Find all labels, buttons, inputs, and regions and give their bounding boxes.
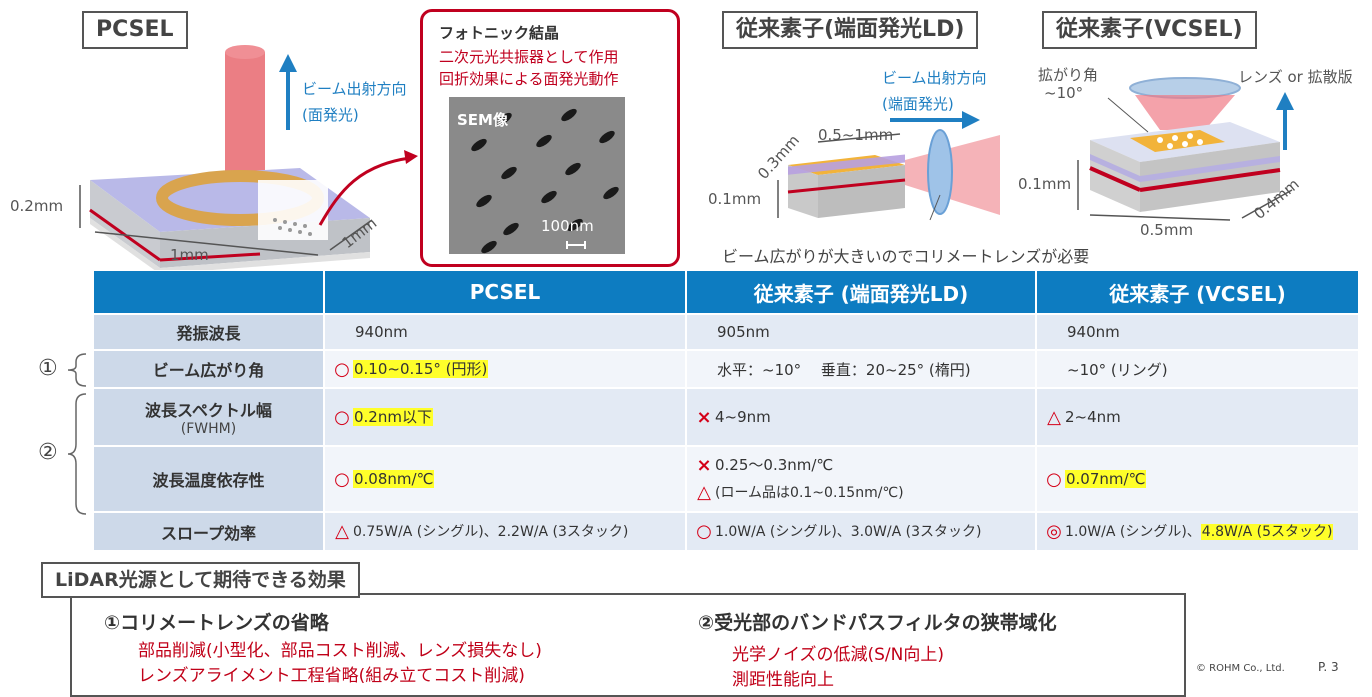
sem-image (449, 97, 625, 254)
cell-pcsel-wavelength: 940nm (324, 313, 687, 350)
effect-1-item: 部品削減(小型化、部品コスト削減、レンズ損失なし) (138, 641, 542, 661)
vcsel-lens-label: レンズ or 拡散版 (1238, 68, 1353, 86)
header-empty (94, 271, 325, 314)
effect-1-item: レンズアライメント工程省略(組み立てコスト削減) (138, 666, 525, 686)
edge-length-dim: 0.5~1mm (818, 126, 894, 144)
cross-mark-icon: × (696, 455, 712, 476)
cell-vcsel-slope: ◎1.0W/A (シングル)、4.8W/A (5スタック) (1036, 511, 1360, 550)
triangle-mark-icon: △ (335, 521, 349, 542)
edge-edge-emission: (端面発光) (882, 95, 954, 113)
copyright: © ROHM Co., Ltd. (1196, 663, 1285, 674)
group-2-brace (67, 393, 87, 515)
edge-height-dim: 0.1mm (708, 190, 762, 208)
header-pcsel: PCSEL (324, 271, 687, 314)
circle-mark-icon: ○ (334, 407, 350, 428)
cell-pcsel-slope: △0.75W/A (シングル)、2.2W/A (3スタック) (324, 511, 687, 550)
page-number: P. 3 (1318, 660, 1339, 674)
effect-2-item: 光学ノイズの低減(S/N向上) (732, 645, 944, 665)
table-row: ビーム広がり角 ○0.10~0.15° (円形) 水平：~10° 垂直：20~2… (94, 349, 1360, 388)
row-label-beam: ビーム広がり角 (94, 349, 325, 388)
header-vcsel: 従来素子 (VCSEL) (1036, 271, 1360, 314)
row-label-wavelength: 発振波長 (94, 313, 325, 350)
sem-label: SEM像 (457, 111, 508, 129)
vcsel-label: 従来素子(VCSEL) (1042, 11, 1257, 49)
cell-edge-temp: ×0.25～0.3nm/℃ △(ローム品は0.1~0.15nm/℃) (686, 445, 1037, 512)
header-edge-ld: 従来素子 (端面発光LD) (686, 271, 1037, 314)
pcsel-beam-direction: ビーム出射方向 (302, 80, 407, 98)
vcsel-angle-label: 拡がり角 (1038, 66, 1099, 84)
triangle-mark-icon: △ (697, 482, 711, 503)
pcsel-device-illustration (79, 45, 418, 270)
row-label-spectral: 波長スペクトル幅 (FWHM) (94, 387, 325, 446)
photonic-title: フォトニック結晶 (439, 24, 560, 42)
edge-ld-label: 従来素子(端面発光LD) (722, 11, 979, 49)
sem-scale-label: 100nm (541, 217, 594, 235)
cross-mark-icon: × (696, 406, 712, 428)
row-label-slope: スロープ効率 (94, 511, 325, 550)
table-row: 波長温度依存性 ○0.08nm/℃ ×0.25～0.3nm/℃ △(ローム品は0… (94, 445, 1360, 512)
cell-vcsel-temp: ○0.07nm/℃ (1036, 445, 1360, 512)
cell-vcsel-beam: ~10° (リング) (1036, 349, 1360, 388)
cell-pcsel-spectral: ○0.2nm以下 (324, 387, 687, 446)
edge-ld-illustration (777, 111, 1000, 221)
lidar-effects-label: LiDAR光源として期待できる効果 (41, 562, 360, 598)
edge-beam-direction: ビーム出射方向 (882, 69, 987, 87)
table-row: 発振波長 940nm 905nm 940nm (94, 313, 1360, 350)
cell-edge-beam: 水平：~10° 垂直：20~25° (楕円) (686, 349, 1037, 388)
vcsel-height-dim: 0.1mm (1018, 175, 1072, 193)
circle-mark-icon: ○ (1046, 468, 1062, 490)
cell-pcsel-beam: ○0.10~0.15° (円形) (324, 349, 687, 388)
row-label-temp: 波長温度依存性 (94, 445, 325, 512)
group-1-brace (67, 353, 87, 387)
cell-vcsel-wavelength: 940nm (1036, 313, 1360, 350)
effect-2-title: ②受光部のバンドパスフィルタの狭帯域化 (698, 612, 1057, 634)
cell-edge-wavelength: 905nm (686, 313, 1037, 350)
circle-mark-icon: ○ (334, 359, 350, 380)
pcsel-label: PCSEL (82, 11, 188, 49)
photonic-crystal-panel: フォトニック結晶 二次元光共振器として作用 回折効果による面発光動作 SEM像 … (420, 9, 680, 267)
triangle-mark-icon: △ (1047, 406, 1061, 428)
table-header-row: PCSEL 従来素子 (端面発光LD) 従来素子 (VCSEL) (94, 271, 1360, 314)
pcsel-surface-emission: (面発光) (302, 106, 359, 124)
photonic-line2: 回折効果による面発光動作 (439, 70, 619, 88)
effect-2-item: 測距性能向上 (732, 670, 834, 690)
cell-pcsel-temp: ○0.08nm/℃ (324, 445, 687, 512)
vcsel-illustration (1077, 77, 1294, 221)
table-row: 波長スペクトル幅 (FWHM) ○0.2nm以下 ×4~9nm △2~4nm (94, 387, 1360, 446)
vcsel-angle-value: ~10° (1044, 84, 1084, 102)
group-1-marker: ① (38, 356, 58, 381)
cell-vcsel-spectral: △2~4nm (1036, 387, 1360, 446)
cell-edge-slope: ○1.0W/A (シングル)、3.0W/A (3スタック) (686, 511, 1037, 550)
double-circle-mark-icon: ◎ (1046, 521, 1062, 542)
pcsel-width-dim: 1mm (170, 246, 209, 264)
group-2-marker: ② (38, 440, 58, 465)
photonic-line1: 二次元光共振器として作用 (439, 48, 619, 66)
circle-mark-icon: ○ (334, 468, 350, 490)
vcsel-width-dim: 0.5mm (1140, 221, 1194, 239)
edge-collimate-note: ビーム広がりが大きいのでコリメートレンズが必要 (722, 247, 1090, 266)
pcsel-height-dim: 0.2mm (10, 197, 64, 215)
effect-1-title: ①コリメートレンズの省略 (104, 612, 329, 634)
effects-panel: ①コリメートレンズの省略 部品削減(小型化、部品コスト削減、レンズ損失なし) レ… (70, 593, 1186, 697)
table-row: スロープ効率 △0.75W/A (シングル)、2.2W/A (3スタック) ○1… (94, 511, 1360, 550)
cell-edge-spectral: ×4~9nm (686, 387, 1037, 446)
comparison-table: PCSEL 従来素子 (端面発光LD) 従来素子 (VCSEL) 発振波長 94… (94, 271, 1360, 550)
circle-mark-icon: ○ (696, 521, 712, 542)
